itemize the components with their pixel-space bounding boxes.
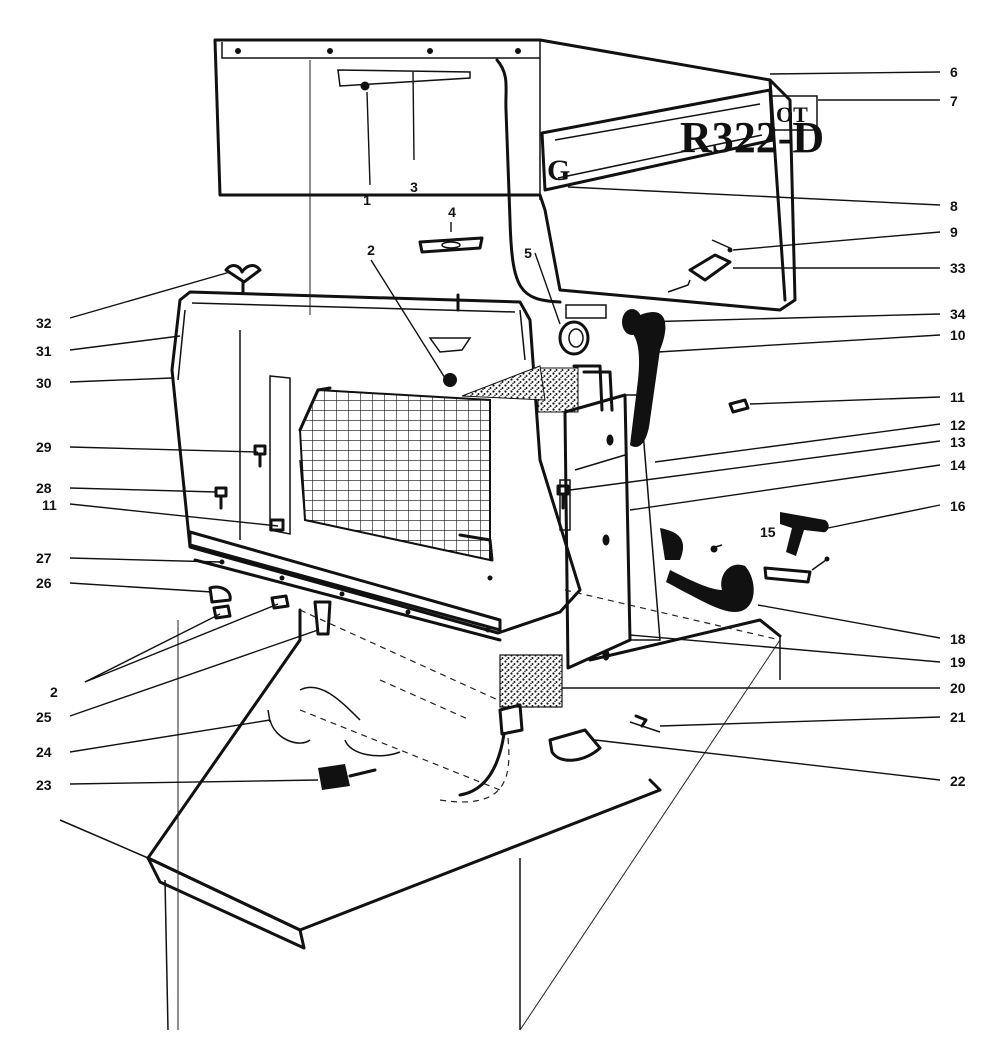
callout-3: 3 xyxy=(410,179,418,195)
t-handle xyxy=(710,512,830,584)
wing-nut xyxy=(224,264,262,294)
foam-seal-lower xyxy=(499,654,563,708)
callout-leaders xyxy=(69,71,941,785)
callout-24: 24 xyxy=(36,744,52,760)
radiator-shroud xyxy=(170,290,582,642)
callout-21: 21 xyxy=(950,709,966,725)
model-suffix: OT xyxy=(776,102,808,127)
callout-16: 16 xyxy=(950,498,966,514)
callout-5: 5 xyxy=(524,245,532,261)
callout-34: 34 xyxy=(950,306,966,322)
callout-29: 29 xyxy=(36,439,52,455)
callout-14: 14 xyxy=(950,457,966,473)
callout-18: 18 xyxy=(950,631,966,647)
callout-31: 31 xyxy=(36,343,52,359)
callout-33: 33 xyxy=(950,260,966,276)
name-badge-panel: G R322-D OT xyxy=(540,88,824,192)
callout-20: 20 xyxy=(950,680,966,696)
radiator-cap-gasket xyxy=(418,236,484,353)
callout-11-right: 11 xyxy=(950,389,965,405)
callout-23: 23 xyxy=(36,777,52,793)
hood-cover xyxy=(213,38,797,312)
bolt-upper xyxy=(443,373,457,387)
callout-4: 4 xyxy=(448,204,456,220)
upper-radiator-hose xyxy=(622,309,666,448)
callout-13: 13 xyxy=(950,434,966,450)
callout-26: 26 xyxy=(36,575,52,591)
hood-latch xyxy=(667,239,733,293)
callout-12: 12 xyxy=(950,417,966,433)
callout-27: 27 xyxy=(36,550,52,566)
callout-10: 10 xyxy=(950,327,966,343)
lower-fixings xyxy=(208,585,332,636)
callout-32: 32 xyxy=(36,315,52,331)
lower-radiator-hose xyxy=(660,528,754,612)
callout-7: 7 xyxy=(950,93,958,109)
callout-30: 30 xyxy=(36,375,52,391)
callout-labels: 1 2 3 4 5 6 7 8 9 33 34 10 11 12 13 14 1… xyxy=(36,64,966,793)
callout-25: 25 xyxy=(36,709,52,725)
model-label: R322-D xyxy=(680,113,824,162)
callout-6: 6 xyxy=(950,64,958,80)
callout-11-left: 11 xyxy=(42,497,57,513)
callout-15: 15 xyxy=(760,524,776,540)
callout-22: 22 xyxy=(950,773,966,789)
callout-8: 8 xyxy=(950,198,958,214)
callout-28: 28 xyxy=(36,480,52,496)
foam-seal-strip xyxy=(461,365,546,401)
callout-1: 1 xyxy=(363,192,371,208)
callout-2-lower: 2 xyxy=(50,684,58,700)
engine-deck xyxy=(59,60,782,1031)
callout-9: 9 xyxy=(950,224,958,240)
foam-seal-top xyxy=(537,367,579,413)
side-panel xyxy=(563,393,661,670)
hose-fittings xyxy=(267,679,661,803)
filler-neck xyxy=(558,304,607,356)
callout-19: 19 xyxy=(950,654,966,670)
badge-letter: G xyxy=(547,154,570,187)
callout-2-upper: 2 xyxy=(367,242,375,258)
